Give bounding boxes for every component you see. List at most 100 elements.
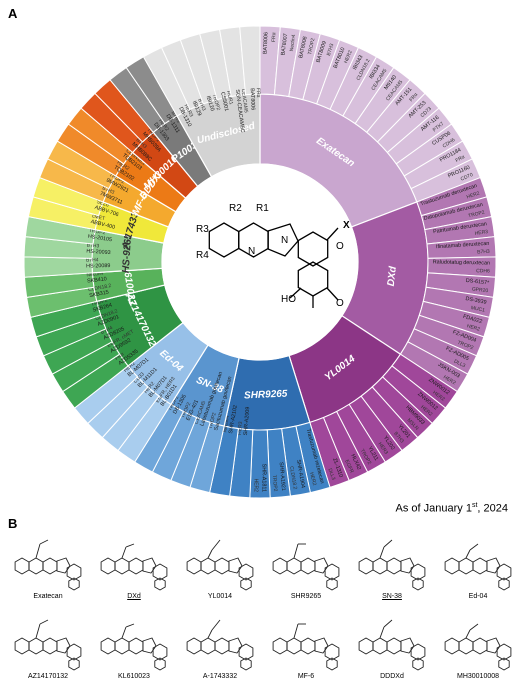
- drug-target: HER3: [474, 229, 488, 237]
- structure-dddxd: DDDXd: [352, 610, 432, 680]
- drug-name: BAT8006: [249, 88, 256, 110]
- payload-label: DXd: [386, 265, 399, 287]
- drug-target: SEZ6: [96, 199, 110, 209]
- drug-target: B7H4: [86, 257, 99, 263]
- drug-name: SGN-CEACAM5C: [234, 89, 246, 133]
- structure-mh30010008: MH30010008: [438, 610, 518, 680]
- structure-name: Exatecan: [33, 593, 63, 600]
- drug-target: DLL3: [453, 359, 467, 370]
- date-sup: st: [471, 502, 478, 509]
- drug-target: cMET: [91, 213, 105, 222]
- drug-name: Raludotatug deruxtecan: [433, 259, 490, 266]
- structure-name: DXd: [127, 593, 141, 600]
- drug-name: HS-20093: [86, 249, 111, 257]
- structure-name: AZ14170132: [27, 673, 69, 680]
- core-n2-label: N: [248, 246, 255, 257]
- drug-target: ROR1: [225, 90, 234, 105]
- drug-target: B7H3: [477, 249, 490, 256]
- core-n-label: N: [281, 235, 288, 246]
- drug-name: Ifinatamab deruxtecan: [436, 241, 490, 250]
- drug-target: TROP2: [271, 475, 278, 492]
- core-label-r1: R1: [256, 203, 269, 214]
- structure-kl610023: KL610023: [94, 610, 174, 680]
- drug-target: B7H3: [196, 98, 206, 112]
- drug-target: CLDN18.2: [88, 283, 112, 293]
- structure-drawing: [358, 619, 426, 671]
- drug-name: IBI120: [205, 95, 215, 112]
- structure-drawing: [186, 619, 254, 671]
- structure-name: Ed-04: [468, 593, 488, 600]
- structure-drawing: [272, 623, 340, 671]
- drug-target: HER2: [308, 472, 317, 487]
- drug-name: SHR-A2009: [243, 406, 251, 435]
- core-label-x: X: [343, 220, 350, 231]
- panel-b-label: B: [8, 516, 18, 531]
- drug-target: B7H3: [326, 43, 336, 57]
- drug-name: FDA022: [462, 314, 483, 325]
- drug-name: SHR-A1904: [295, 459, 306, 488]
- date-note: As of January 1st, 2024: [396, 502, 508, 515]
- structure-name: MF-6: [297, 673, 315, 680]
- drug-target: FRα: [255, 88, 261, 98]
- drug-target: Nectin4: [86, 271, 104, 279]
- core-label-ho: HO: [281, 294, 296, 305]
- structure-mf-6: MF-6: [266, 610, 346, 680]
- drug-target: TROP2: [468, 210, 486, 220]
- drug-name: HS-20089: [86, 263, 110, 270]
- drug-target: DLL3: [326, 468, 336, 481]
- structure-name: SN-38: [382, 593, 402, 600]
- drug-name: SHR-A1921: [278, 462, 286, 491]
- structure-a-1743332: A-1743332: [180, 610, 260, 680]
- drug-target: FRα: [455, 154, 466, 164]
- drug-segment: [239, 25, 261, 96]
- drug-target: GPR20: [471, 286, 488, 294]
- drug-target: FRα: [114, 351, 125, 362]
- core-label-r3: R3: [196, 224, 209, 235]
- drug-name: BAT8006: [263, 32, 270, 54]
- structure-az14170132: AZ14170132: [8, 610, 88, 680]
- drug-target: TROP2: [307, 37, 316, 55]
- structure-drawing: [272, 543, 340, 591]
- structure-drawing: [444, 623, 512, 671]
- structure-name: KL610023: [118, 673, 150, 680]
- drug-name: SHR-A2102: [228, 405, 239, 434]
- structure-drawing: [100, 543, 168, 591]
- drug-name: SHR-A1811: [260, 464, 266, 492]
- drug-label: DS-6157*GPR20: [465, 278, 490, 294]
- drug-target: CD70: [460, 172, 474, 183]
- drug-name: CS5001: [219, 92, 229, 112]
- drug-target: B7H4: [100, 325, 114, 336]
- drug-target: HER2: [466, 190, 481, 200]
- drug-name: DS-3939: [465, 296, 487, 306]
- drug-target: MUC1: [470, 305, 485, 314]
- core-label-r4: R4: [196, 250, 209, 261]
- payload-label: HS-9265: [121, 233, 135, 274]
- drug-target: FRα: [408, 92, 419, 103]
- drug-target: TROP2: [91, 297, 109, 307]
- panel-a-label: A: [8, 6, 18, 21]
- structure-name: MH30010008: [456, 673, 500, 680]
- core-o-ring: O: [336, 241, 344, 252]
- drug-target: TROP2: [456, 340, 474, 352]
- drug-target: HER3: [237, 421, 244, 435]
- core-label-r2: R2: [229, 203, 242, 214]
- drug-target: B7H3: [170, 110, 182, 124]
- structure-shr9265: SHR9265: [266, 530, 346, 600]
